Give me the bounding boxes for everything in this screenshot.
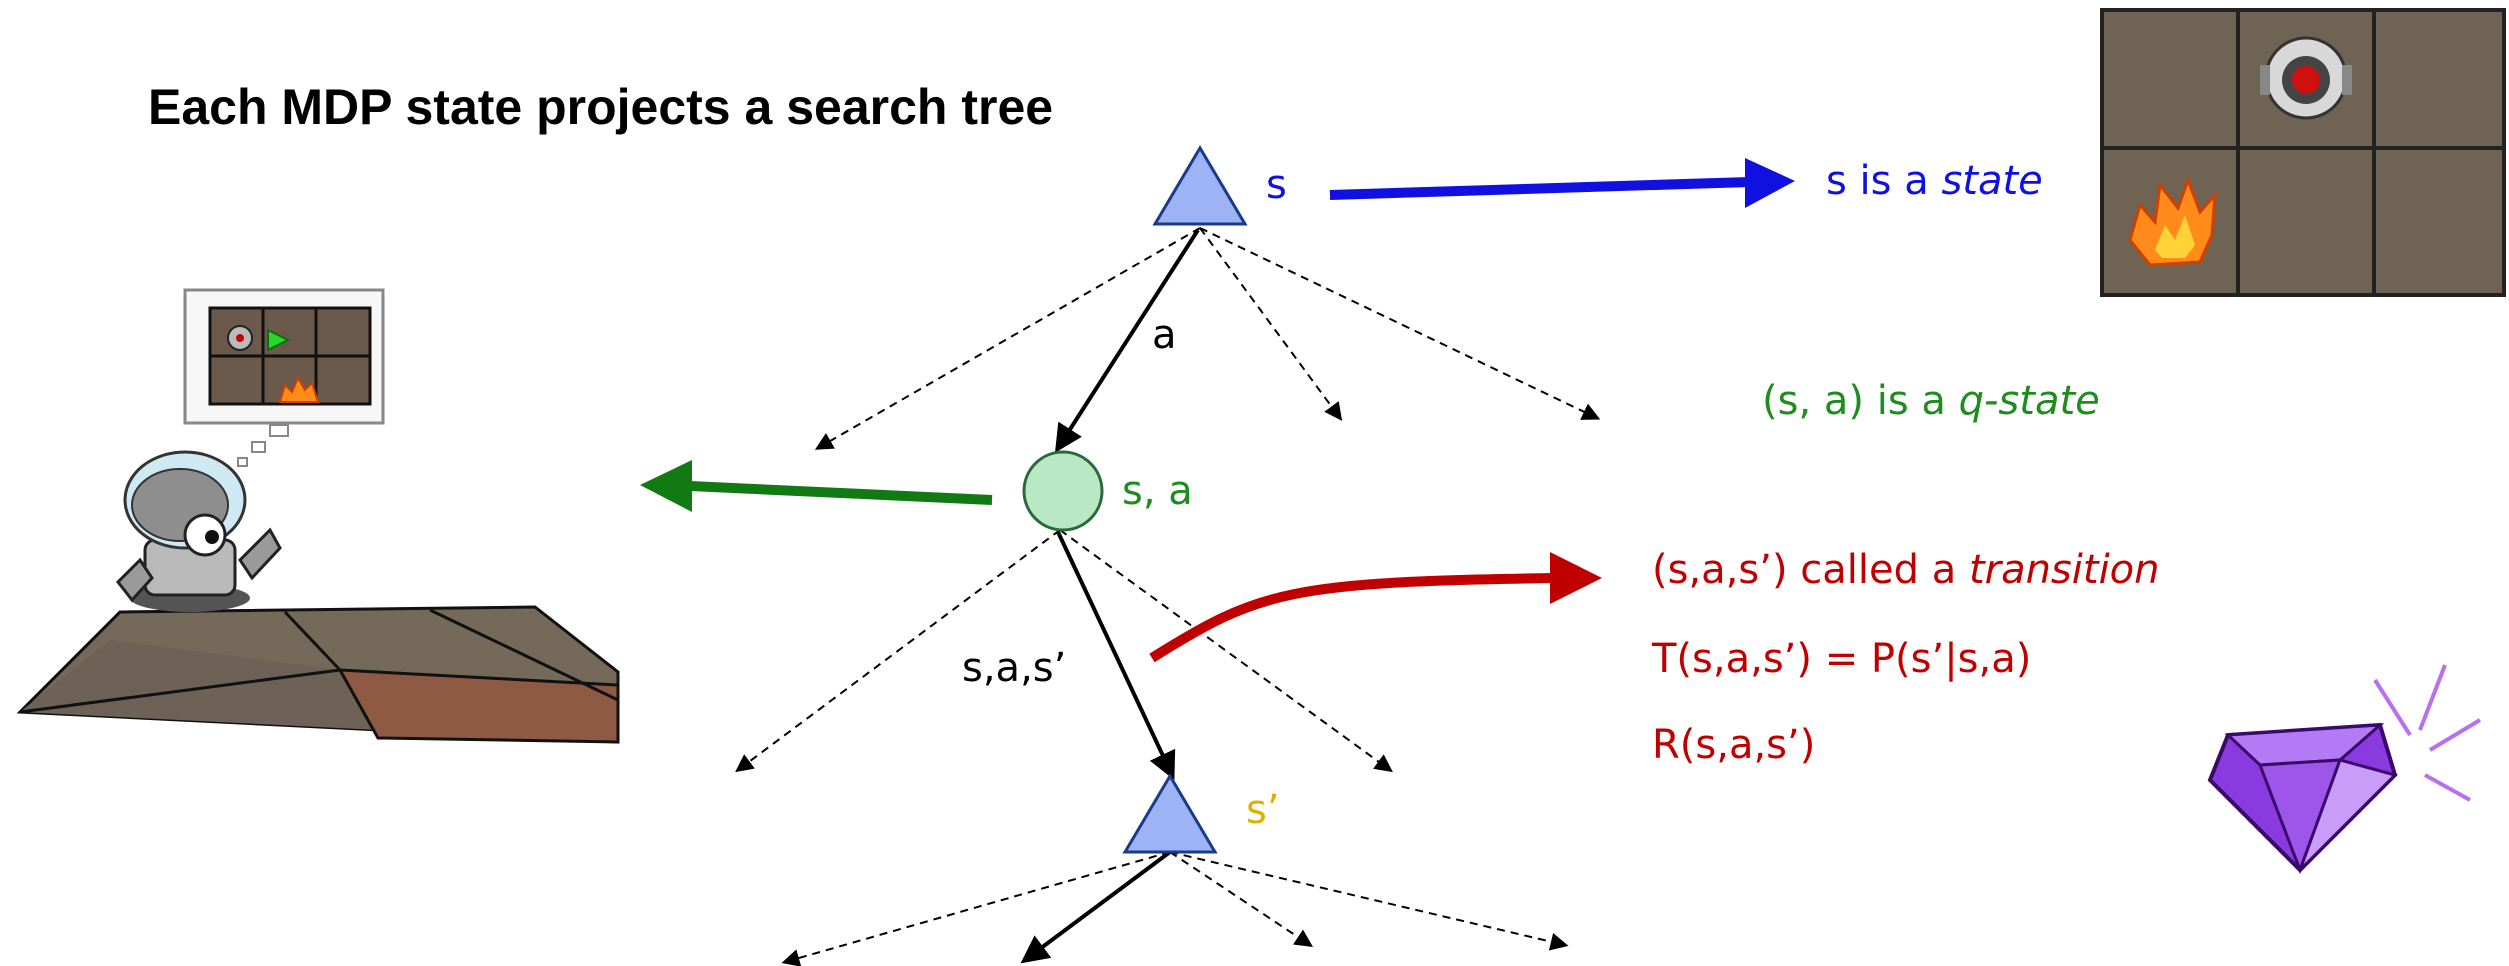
qstate-label-sa: s, a	[1122, 468, 1193, 514]
qstate-annotation: (s, a) is a q-state	[1762, 378, 2100, 424]
edge-a	[1054, 228, 1200, 453]
state-node-s	[1152, 145, 1248, 226]
gridworld-icon	[2100, 8, 2506, 297]
edge-label-a: a	[1152, 312, 1177, 358]
transition-annotation-prefix: (s,a,s’) called a	[1652, 547, 1969, 593]
qstate-annotation-term: q-state	[1958, 378, 2100, 424]
reward-function: R(s,a,s’)	[1652, 722, 1816, 768]
qstate-node-sa	[1022, 450, 1104, 532]
gem-icon	[2207, 664, 2482, 875]
s-dashed-branches	[814, 227, 1601, 450]
transition-annotation-term: transition	[1968, 547, 2160, 593]
edge-label-sas: s,a,s’	[962, 645, 1067, 691]
sa-dashed-branches	[735, 529, 1393, 773]
edge-sas	[1056, 531, 1176, 781]
state-annotation: s is a state	[1826, 158, 2043, 204]
state-label-sprime: s’	[1246, 787, 1280, 833]
state-annotation-prefix: s is a	[1826, 158, 1942, 204]
state-arrow	[1329, 158, 1795, 208]
state-node-sprime	[1122, 773, 1218, 854]
transition-annotation: (s,a,s’) called a transition	[1652, 547, 2160, 593]
edge-sprime-child	[1020, 850, 1172, 964]
state-annotation-term: state	[1941, 158, 2043, 204]
robot-icon	[16, 288, 620, 744]
page-title: Each MDP state projects a search tree	[148, 79, 1054, 135]
transition-probability: T(s,a,s’) = P(s’|s,a)	[1652, 636, 2032, 682]
qstate-annotation-prefix: (s, a) is a	[1762, 378, 1959, 424]
transition-arrow	[1149, 552, 1602, 663]
qstate-arrow	[640, 460, 993, 512]
sprime-dashed-branches	[781, 851, 1569, 966]
state-label-s: s	[1266, 162, 1287, 208]
